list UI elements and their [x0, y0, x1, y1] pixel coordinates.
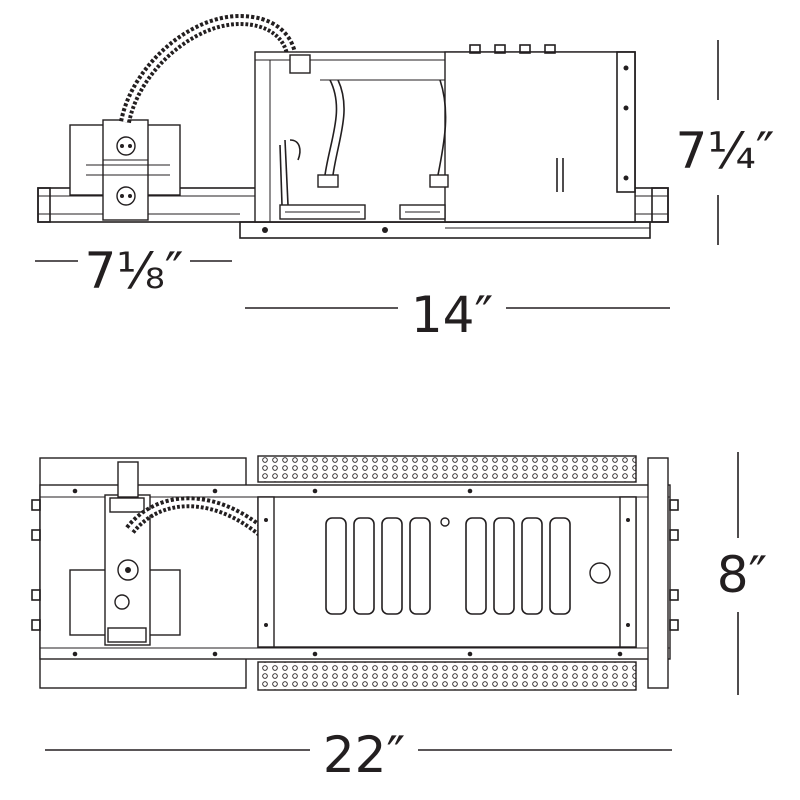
dim-label-top-length: 22″ [323, 726, 405, 784]
dim-label-side-height: 7¼″ [676, 122, 775, 180]
dim-label-side-length: 14″ [411, 286, 493, 344]
dim-side-length: 14″ [245, 286, 670, 344]
dim-side-depth: 7⅛″ [35, 242, 232, 300]
knockout-bottom [116, 186, 136, 206]
perforated-strip-top [257, 455, 637, 483]
dim-label-top-width: 8″ [717, 546, 768, 604]
perforated-strip-bottom [257, 661, 637, 691]
dim-top-length: 22″ [45, 726, 672, 784]
rail-screws [72, 488, 623, 657]
side-tabs [31, 499, 679, 631]
top-view: 8″ 22″ [31, 452, 768, 784]
dim-top-width: 8″ [717, 452, 768, 695]
junction-box [69, 119, 181, 221]
lamp-sockets [262, 54, 449, 233]
louvered-cover [257, 496, 637, 648]
dim-label-side-depth: 7⅛″ [85, 242, 184, 300]
flex-conduit [119, 13, 298, 124]
side-view: 7¼″ 7⅛″ 14″ [35, 13, 775, 344]
knockout-top [116, 136, 136, 156]
dim-side-height: 7¼″ [676, 40, 775, 245]
